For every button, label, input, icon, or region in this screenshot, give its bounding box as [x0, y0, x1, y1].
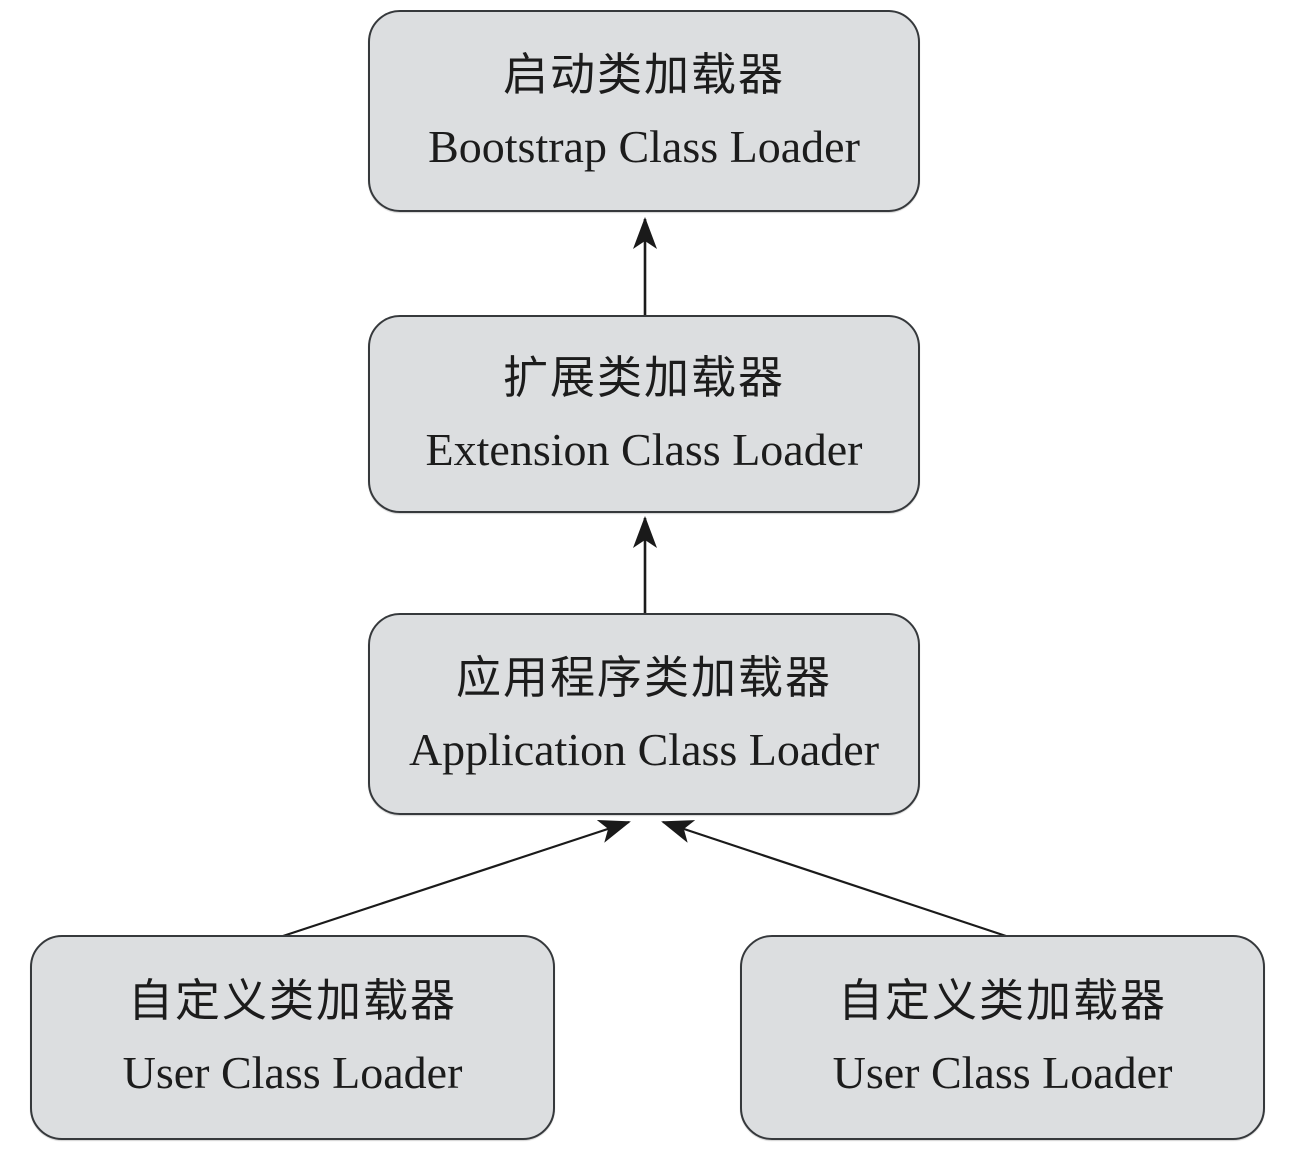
extension-label-en: Extension Class Loader	[425, 423, 863, 475]
application-label-zh: 应用程序类加载器	[455, 652, 832, 703]
application-label-en: Application Class Loader	[408, 723, 880, 775]
node-bootstrap-class-loader: 启动类加载器 Bootstrap Class Loader	[368, 10, 920, 212]
extension-label-zh: 扩展类加载器	[502, 352, 785, 403]
node-user-class-loader-left: 自定义类加载器 User Class Loader	[30, 935, 555, 1140]
node-application-class-loader: 应用程序类加载器 Application Class Loader	[368, 613, 920, 815]
arrow-user-right-to-application	[661, 820, 1007, 938]
node-extension-class-loader: 扩展类加载器 Extension Class Loader	[368, 315, 920, 513]
user-left-label-zh: 自定义类加载器	[127, 976, 457, 1026]
node-user-class-loader-right: 自定义类加载器 User Class Loader	[740, 935, 1265, 1140]
user-left-label-en: User Class Loader	[122, 1047, 463, 1098]
bootstrap-label-en: Bootstrap Class Loader	[428, 120, 860, 172]
bootstrap-label-zh: 启动类加载器	[502, 49, 785, 100]
user-right-label-en: User Class Loader	[832, 1047, 1173, 1098]
arrow-user-left-to-application	[282, 819, 631, 938]
user-right-label-zh: 自定义类加载器	[837, 976, 1167, 1026]
